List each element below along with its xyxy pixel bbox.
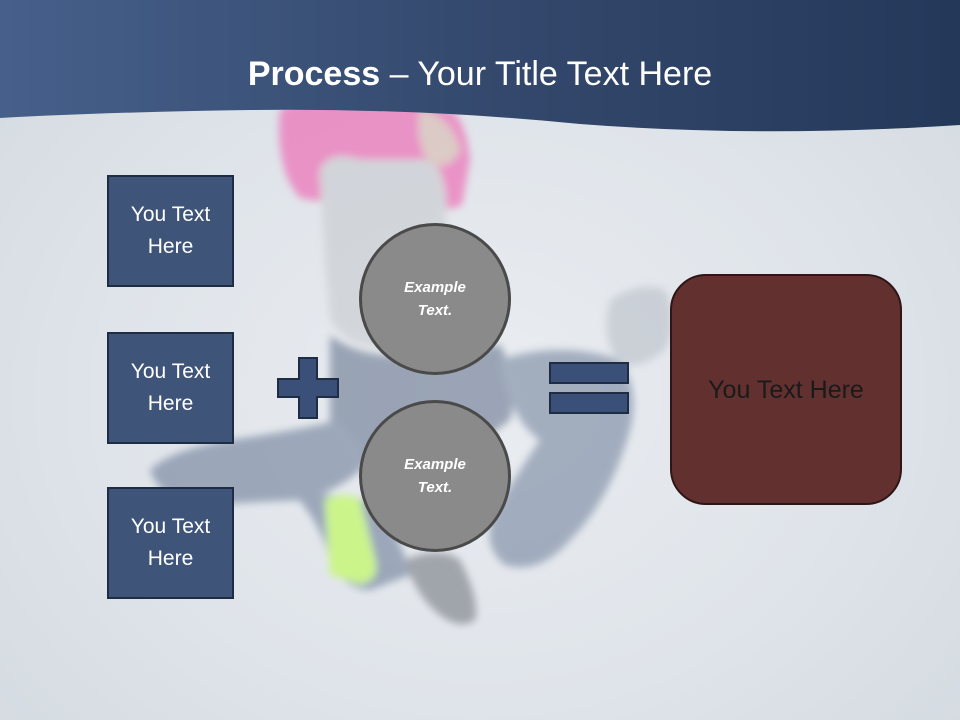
title-rest: – Your Title Text Here (380, 55, 713, 93)
equals-icon (549, 362, 629, 414)
example-circle-1[interactable]: Example Text. (359, 223, 511, 375)
text-box-label: You Text Here (130, 515, 211, 570)
text-box-label: You Text Here (130, 203, 211, 258)
text-box-2[interactable]: You Text Here (107, 332, 234, 444)
page-title: Process – Your Title Text Here (0, 52, 960, 96)
plus-icon (277, 357, 339, 419)
result-box[interactable]: You Text Here (670, 274, 902, 505)
header-band (0, 0, 960, 132)
circle-label: Example Text. (404, 456, 466, 496)
text-box-3[interactable]: You Text Here (107, 487, 234, 599)
text-box-label: You Text Here (130, 360, 211, 415)
circle-label: Example Text. (404, 279, 466, 319)
text-box-1[interactable]: You Text Here (107, 175, 234, 287)
result-label: You Text Here (708, 375, 864, 404)
example-circle-2[interactable]: Example Text. (359, 400, 511, 552)
title-bold: Process (247, 55, 381, 93)
